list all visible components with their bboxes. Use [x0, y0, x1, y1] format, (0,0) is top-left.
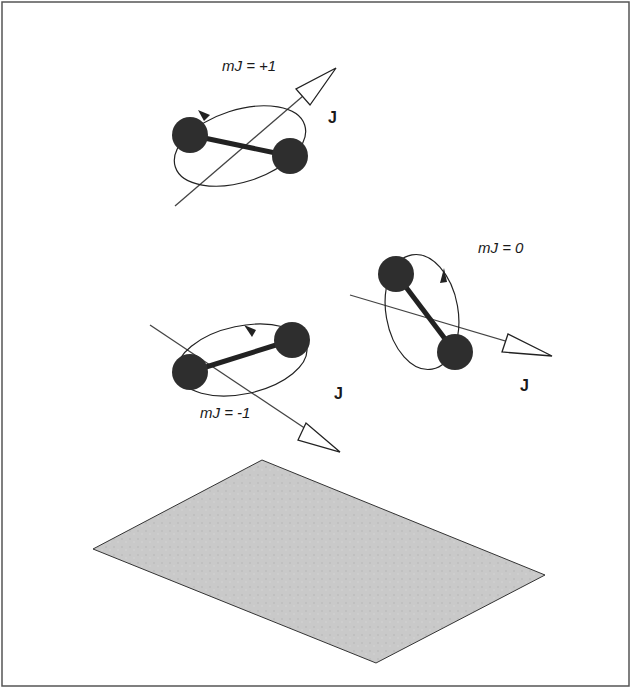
molecule-minus-one	[150, 313, 340, 452]
m-j-label: mJ = -1	[200, 405, 250, 420]
molecule-plus-one	[164, 68, 336, 206]
molecule-zero	[350, 249, 552, 376]
j-vector-label: J	[328, 110, 337, 126]
m-j-label: mJ = 0	[478, 240, 523, 255]
plane	[93, 460, 545, 663]
m-j-label: mJ = +1	[222, 58, 276, 73]
j-vector-label: J	[334, 386, 343, 402]
j-vector-label: J	[520, 378, 529, 394]
